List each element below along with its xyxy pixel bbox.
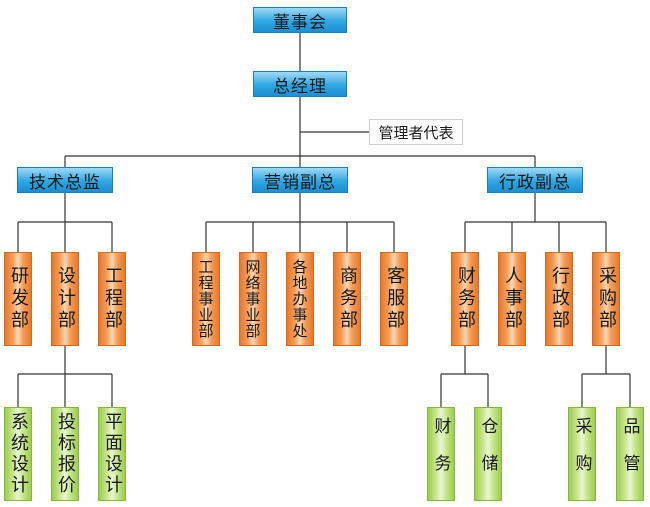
dept-design: 设计部 (51, 252, 79, 346)
unit-quality-control: 品管 (616, 407, 644, 501)
dept-local-offices: 各地办事处 (286, 252, 314, 346)
unit-warehouse: 仓储 (474, 407, 502, 501)
unit-system-design: 系统设计 (4, 407, 32, 501)
chairman-box: 董事会 (253, 7, 347, 33)
unit-finance-affairs: 财务 (427, 407, 455, 501)
dept-finance: 财务部 (451, 252, 479, 346)
technical-director-box: 技术总监 (17, 167, 113, 193)
dept-customer-service: 客服部 (380, 252, 408, 346)
dept-commerce: 商务部 (333, 252, 361, 346)
dept-administration: 行政部 (545, 252, 573, 346)
general-manager-box: 总经理 (253, 71, 347, 97)
unit-graphic-design: 平面设计 (98, 407, 126, 501)
dept-network-business: 网络事业部 (239, 252, 267, 346)
dept-purchasing: 采购部 (592, 252, 620, 346)
management-representative-box: 管理者代表 (369, 119, 463, 145)
unit-procurement: 采购 (568, 407, 596, 501)
dept-rnd: 研发部 (4, 252, 32, 346)
admin-vp-box: 行政副总 (487, 167, 583, 193)
marketing-vp-box: 营销副总 (252, 167, 348, 193)
dept-engineering-business: 工程事业部 (192, 252, 220, 346)
unit-bid-quotation: 投标报价 (51, 407, 79, 501)
dept-engineering: 工程部 (98, 252, 126, 346)
dept-hr: 人事部 (498, 252, 526, 346)
